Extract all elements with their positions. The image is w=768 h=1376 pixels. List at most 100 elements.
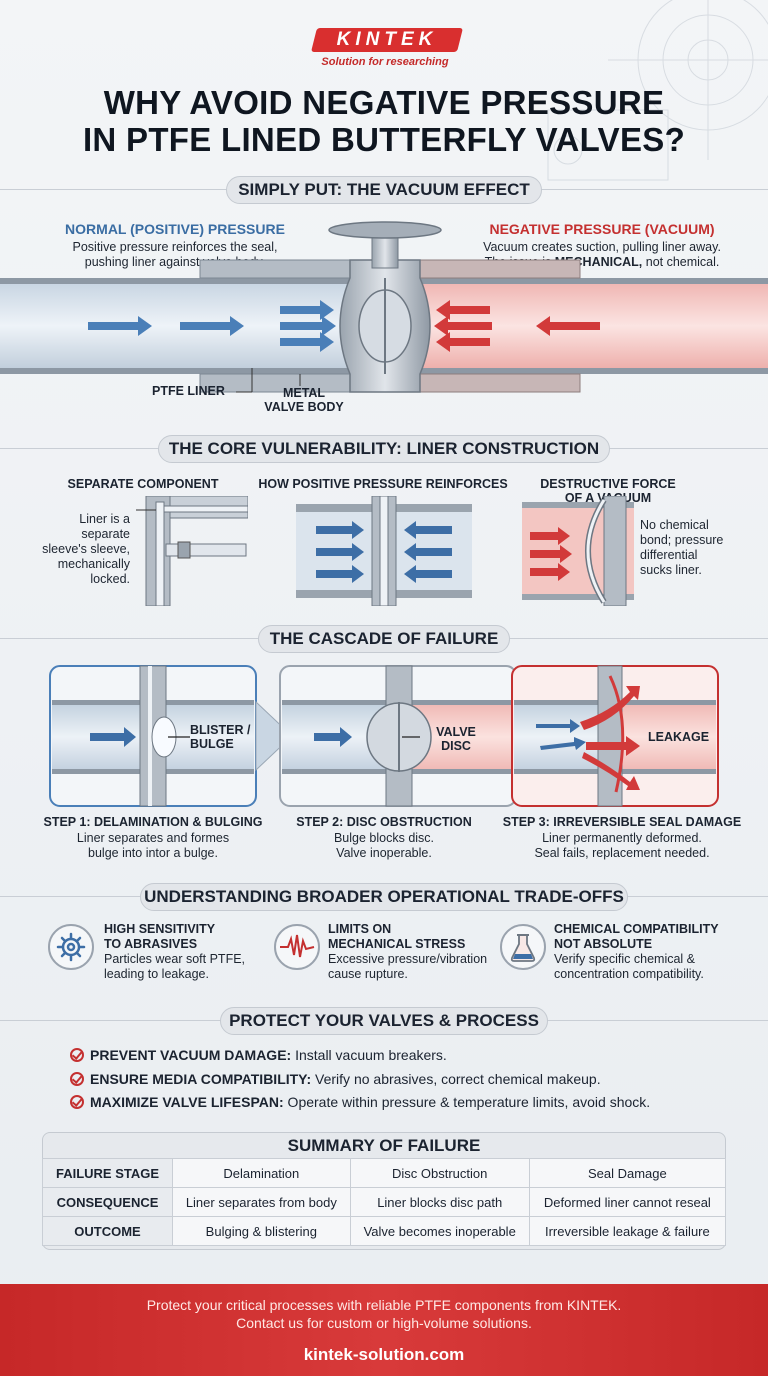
gear-icon: [48, 924, 94, 970]
positive-pressure-title: NORMAL (POSITIVE) PRESSURE: [65, 221, 285, 237]
blister-label-1: BLISTER /: [190, 723, 251, 737]
summary-table: FAILURE STAGE Delamination Disc Obstruct…: [42, 1158, 727, 1246]
table-row: OUTCOME Bulging & blistering Valve becom…: [42, 1216, 727, 1246]
handwheel-icon: [328, 221, 442, 239]
step3-desc: Liner permanently deformed. Seal fails, …: [500, 831, 744, 861]
section-heading-vacuum-effect: SIMPLY PUT: THE VACUUM EFFECT: [226, 176, 542, 204]
sep-desc-4: mechanically: [57, 557, 130, 571]
abrasives-desc-1: Particles wear soft PTFE,: [104, 952, 246, 966]
vacuum-force-diagram: [522, 496, 634, 606]
step2-title: STEP 2: DISC OBSTRUCTION: [296, 815, 472, 829]
step3-desc-2: Seal fails, replacement needed.: [534, 846, 710, 860]
separate-component-desc: Liner is a separate sleeve's sleeve, mec…: [24, 512, 130, 587]
step1-desc-2: bulge into intor a bulge.: [88, 846, 218, 860]
vibration-icon: [274, 924, 320, 970]
table-row-header: CONSEQUENCE: [42, 1187, 173, 1217]
title-line-1: WHY AVOID NEGATIVE PRESSURE: [103, 84, 665, 121]
protect-item-bold: PREVENT VACUUM DAMAGE:: [90, 1047, 292, 1063]
vac-desc-1: No chemical: [640, 518, 709, 532]
trade-off-chemical-compatibility: CHEMICAL COMPATIBILITY NOT ABSOLUTE Veri…: [554, 922, 754, 982]
leakage-label: LEAKAGE: [648, 730, 710, 744]
sep-desc-5: locked.: [90, 572, 130, 586]
step1-title: STEP 1: DELAMINATION & BULGING: [43, 815, 263, 829]
metal-label-line-2: VALVE BODY: [264, 400, 344, 414]
section-heading-trade-offs: UNDERSTANDING BROADER OPERATIONAL TRADE-…: [140, 883, 628, 911]
logo-text: KINTEK: [336, 29, 438, 50]
step3-title: STEP 3: IRREVERSIBLE SEAL DAMAGE: [502, 815, 742, 829]
table-cell: Deformed liner cannot reseal: [528, 1187, 727, 1217]
negative-desc-c: not chemical.: [642, 255, 720, 269]
abrasives-title-2: TO ABRASIVES: [104, 937, 198, 951]
table-cell: Disc Obstruction: [349, 1158, 530, 1188]
vacuum-force-desc: No chemical bond; pressure differential …: [640, 518, 750, 578]
table-cell: Liner blocks disc path: [349, 1187, 530, 1217]
footer-website-link[interactable]: kintek-solution.com: [303, 1345, 465, 1364]
protect-item-bold: ENSURE MEDIA COMPATIBILITY:: [90, 1071, 312, 1087]
step2-desc: Bulge blocks disc. Valve inoperable.: [282, 831, 486, 861]
abrasives-desc-2: leading to leakage.: [104, 967, 209, 981]
kintek-logo: KINTEK: [311, 28, 463, 52]
abrasives-title-1: HIGH SENSITIVITY: [104, 922, 216, 936]
technical-drawing-decoration: [547, 0, 768, 181]
disc-label-2: DISC: [441, 739, 471, 753]
protect-item-text: Operate within pressure & temperature li…: [283, 1094, 651, 1110]
step2-desc-1: Bulge blocks disc.: [333, 831, 435, 845]
protect-item-text: Install vacuum breakers.: [291, 1047, 447, 1063]
check-icon: [70, 1048, 84, 1062]
footer-text: Protect your critical processes with rel…: [0, 1296, 768, 1332]
separate-component-title: SEPARATE COMPONENT: [67, 477, 219, 491]
table-row: CONSEQUENCE Liner separates from body Li…: [42, 1187, 727, 1217]
stress-desc-2: cause rupture.: [328, 967, 408, 981]
stress-title-2: MECHANICAL STRESS: [328, 937, 466, 951]
footer-line-1: Protect your critical processes with rel…: [146, 1297, 622, 1313]
chem-desc-2: concentration compatibility.: [554, 967, 704, 981]
disc-label-1: VALVE: [436, 725, 476, 739]
blister-label-2: BULGE: [190, 737, 234, 751]
vac-desc-3: differential: [640, 548, 698, 562]
step3-panel: [511, 665, 719, 807]
valve-disc-label: VALVE DISC: [428, 725, 484, 753]
positive-reinforces-title: HOW POSITIVE PRESSURE REINFORCES: [258, 477, 508, 491]
table-row-header: OUTCOME: [42, 1216, 173, 1246]
summary-title: SUMMARY OF FAILURE: [287, 1136, 481, 1155]
protect-item: PREVENT VACUUM DAMAGE: Install vacuum br…: [70, 1045, 447, 1065]
metal-valve-body-label: METAL VALVE BODY: [254, 386, 354, 414]
blister-bulge-label: BLISTER / BULGE: [190, 723, 260, 751]
stress-desc-1: Excessive pressure/vibration: [328, 952, 488, 966]
table-cell: Seal Damage: [528, 1158, 727, 1188]
table-cell: Valve becomes inoperable: [349, 1216, 530, 1246]
vacuum-flow-arrows: [434, 300, 600, 352]
failure-cascade-diagram: [49, 665, 719, 807]
vac-desc-2: bond; pressure: [640, 533, 724, 547]
positive-desc-line-1: Positive pressure reinforces the seal,: [72, 240, 278, 254]
positive-flow-arrows: [88, 300, 336, 352]
section-heading-protect: PROTECT YOUR VALVES & PROCESS: [220, 1007, 548, 1035]
sep-desc-3: sleeve's sleeve,: [42, 542, 130, 556]
trade-off-mechanical-stress: LIMITS ON MECHANICAL STRESS Excessive pr…: [328, 922, 508, 982]
protect-item-text: Verify no abrasives, correct chemical ma…: [311, 1071, 601, 1087]
section-heading-cascade: THE CASCADE OF FAILURE: [258, 625, 510, 653]
separate-component-diagram: [136, 496, 248, 606]
stress-title-1: LIMITS ON: [328, 922, 392, 936]
ptfe-liner-label: PTFE LINER: [152, 384, 225, 398]
footer-line-2: Contact us for custom or high-volume sol…: [236, 1315, 532, 1331]
sep-desc-1: Liner is a: [79, 512, 130, 526]
logo-tagline: Solution for researching: [321, 56, 449, 68]
vac-desc-4: sucks liner.: [640, 563, 702, 577]
table-cell: Liner separates from body: [172, 1187, 351, 1217]
step1-desc-1: Liner separates and formes: [76, 831, 230, 845]
table-cell: Bulging & blistering: [172, 1216, 351, 1246]
sep-desc-2: separate: [81, 527, 130, 541]
title-line-2: IN PTFE LINED BUTTERFLY VALVES?: [82, 121, 686, 158]
section-heading-core-vulnerability: THE CORE VULNERABILITY: LINER CONSTRUCTI…: [158, 435, 610, 463]
positive-reinforce-diagram: [296, 496, 472, 606]
negative-desc-line-1: Vacuum creates suction, pulling liner aw…: [483, 240, 721, 254]
step3-desc-1: Liner permanently deformed.: [542, 831, 702, 845]
vacuum-force-title-1: DESTRUCTIVE FORCE: [540, 477, 676, 491]
chem-title-1: CHEMICAL COMPATIBILITY: [554, 922, 719, 936]
check-icon: [70, 1072, 84, 1086]
footer-banner: [0, 1284, 768, 1376]
protect-item: MAXIMIZE VALVE LIFESPAN: Operate within …: [70, 1092, 650, 1112]
metal-label-line-1: METAL: [282, 386, 326, 400]
trade-off-abrasives: HIGH SENSITIVITY TO ABRASIVES Particles …: [104, 922, 264, 982]
